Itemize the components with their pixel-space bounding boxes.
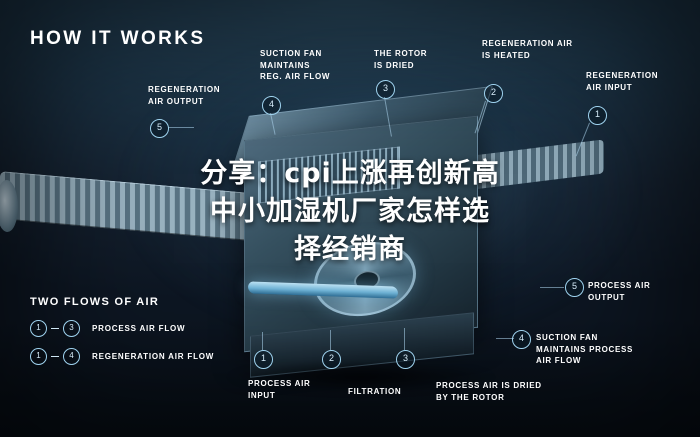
callout-text: PROCESS AIR IS DRIED BY THE ROTOR xyxy=(436,381,542,402)
leader-line xyxy=(262,332,263,350)
legend-row-process: 1 3 PROCESS AIR FLOW xyxy=(30,320,245,337)
overlay-caption-line-1: 分享：cpi上涨再创新高 xyxy=(200,158,500,189)
leader-line xyxy=(404,328,405,350)
machine-shadow xyxy=(226,360,496,394)
callout-rotor-dried: THE ROTOR IS DRIED xyxy=(374,48,466,71)
callout-marker-3-rotor-dried: 3 xyxy=(376,80,395,99)
legend-dash-icon xyxy=(51,356,59,357)
leader-line xyxy=(330,330,331,350)
legend: TWO FLOWS OF AIR 1 3 PROCESS AIR FLOW 1 … xyxy=(30,296,245,376)
callout-process-air-output: PROCESS AIR OUTPUT xyxy=(588,280,692,303)
leader-line xyxy=(540,287,564,288)
callout-marker-4-suction-process: 4 xyxy=(512,330,531,349)
callout-text: REGENERATION AIR INPUT xyxy=(586,71,659,92)
callout-text: REGENERATION AIR OUTPUT xyxy=(148,85,221,106)
callout-text: THE ROTOR IS DRIED xyxy=(374,49,428,70)
callout-suction-fan-process: SUCTION FAN MAINTAINS PROCESS AIR FLOW xyxy=(536,332,658,367)
callout-marker-1-process-input: 1 xyxy=(254,350,273,369)
legend-row-regeneration: 1 4 REGENERATION AIR FLOW xyxy=(30,348,245,365)
callout-text: SUCTION FAN MAINTAINS PROCESS AIR FLOW xyxy=(536,333,634,366)
legend-dash-icon xyxy=(51,328,59,329)
page-title: HOW IT WORKS xyxy=(30,28,206,49)
legend-label-process-air-flow: PROCESS AIR FLOW xyxy=(92,324,186,333)
callout-text: PROCESS AIR OUTPUT xyxy=(588,281,651,302)
legend-title: TWO FLOWS OF AIR xyxy=(30,296,160,308)
callout-text: SUCTION FAN MAINTAINS REG. AIR FLOW xyxy=(260,49,331,82)
callout-marker-2-filtration: 2 xyxy=(322,350,341,369)
callout-suction-fan-regen: SUCTION FAN MAINTAINS REG. AIR FLOW xyxy=(260,48,364,83)
callout-process-air-dried: PROCESS AIR IS DRIED BY THE ROTOR xyxy=(436,380,572,403)
callout-regeneration-air-input: REGENERATION AIR INPUT xyxy=(586,70,686,93)
callout-text: FILTRATION xyxy=(348,387,402,396)
callout-regen-air-heated: REGENERATION AIR IS HEATED xyxy=(482,38,592,61)
callout-marker-3-process-dried: 3 xyxy=(396,350,415,369)
callout-process-air-input: PROCESS AIR INPUT xyxy=(248,378,344,401)
callout-marker-5-process-output: 5 xyxy=(565,278,584,297)
overlay-caption-line-2: 中小加湿机厂家怎样选 xyxy=(210,196,490,227)
legend-keys: 1 3 xyxy=(30,320,92,337)
callout-text: PROCESS AIR INPUT xyxy=(248,379,311,400)
legend-marker-to: 3 xyxy=(63,320,80,337)
callout-marker-1-regen-input: 1 xyxy=(588,106,607,125)
dehumidifier-machine-illustration xyxy=(0,85,604,394)
callout-marker-5-regen-output: 5 xyxy=(150,119,169,138)
legend-keys: 1 4 xyxy=(30,348,92,365)
leader-line xyxy=(496,338,514,339)
callout-marker-4-suction-regen: 4 xyxy=(262,96,281,115)
callout-marker-2-regen-heated: 2 xyxy=(484,84,503,103)
overlay-caption: 分享：cpi上涨再创新高 中小加湿机厂家怎样选 择经销商 xyxy=(0,155,700,269)
legend-label-regeneration-air-flow: REGENERATION AIR FLOW xyxy=(92,352,215,361)
leader-line xyxy=(168,127,194,128)
legend-marker-to: 4 xyxy=(63,348,80,365)
callout-regeneration-air-output: REGENERATION AIR OUTPUT xyxy=(148,84,244,107)
callout-text: REGENERATION AIR IS HEATED xyxy=(482,39,573,60)
callout-filtration: FILTRATION xyxy=(348,386,428,398)
overlay-caption-line-3: 择经销商 xyxy=(294,234,406,265)
legend-marker-from: 1 xyxy=(30,348,47,365)
legend-marker-from: 1 xyxy=(30,320,47,337)
